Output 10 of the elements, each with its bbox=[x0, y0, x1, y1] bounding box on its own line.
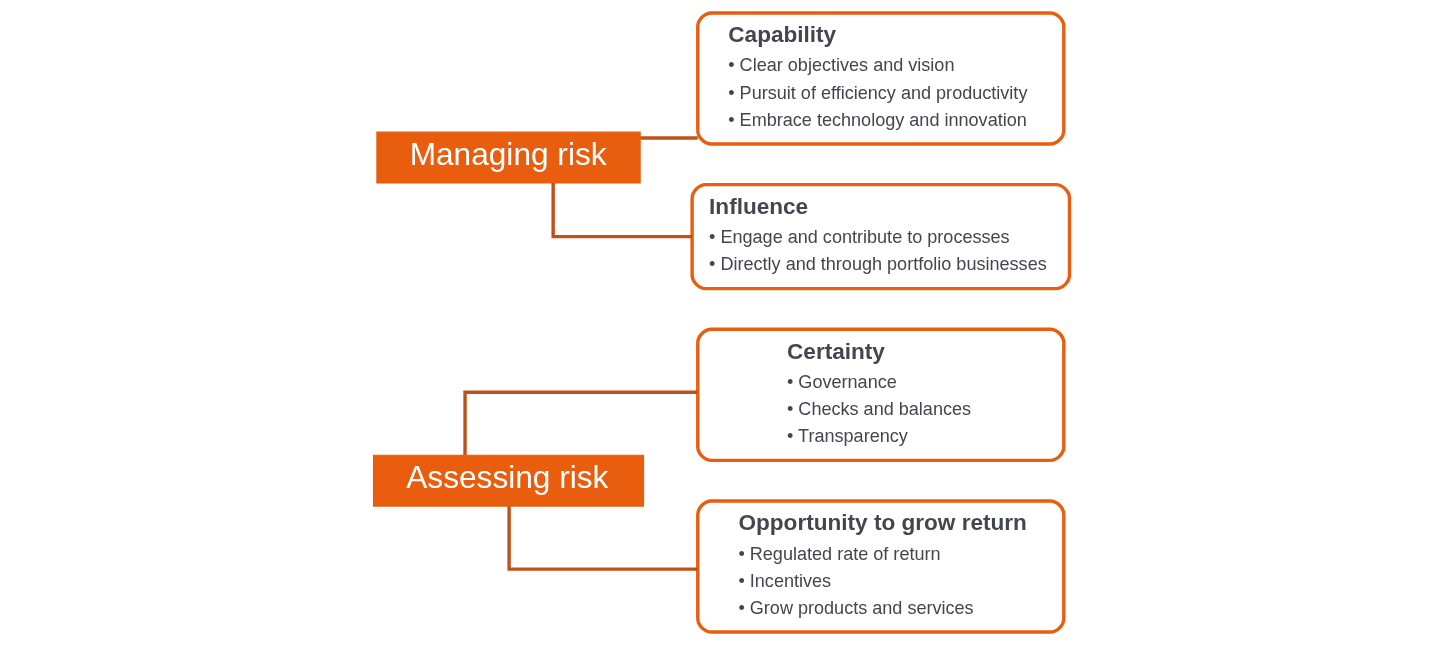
connector bbox=[640, 136, 698, 140]
node-box: Capability • Clear objectives and vision • Pursuit of efficiency and productivity • Embrace technology and innovation bbox=[696, 11, 1066, 146]
connector bbox=[463, 390, 698, 456]
node-box: Assessing risk bbox=[372, 454, 645, 507]
node-box: Certainty • Governance • Checks and balances • Transparency bbox=[696, 327, 1066, 463]
connector bbox=[551, 183, 693, 239]
node-box: Influence • Engage and contribute to processes • Directly and through portfolio businesses bbox=[690, 182, 1072, 291]
node-box: Managing risk bbox=[376, 131, 641, 184]
connector bbox=[507, 506, 698, 571]
node-box: Opportunity to grow return • Regulated rate of return • Incentives • Grow products and services bbox=[696, 499, 1066, 634]
